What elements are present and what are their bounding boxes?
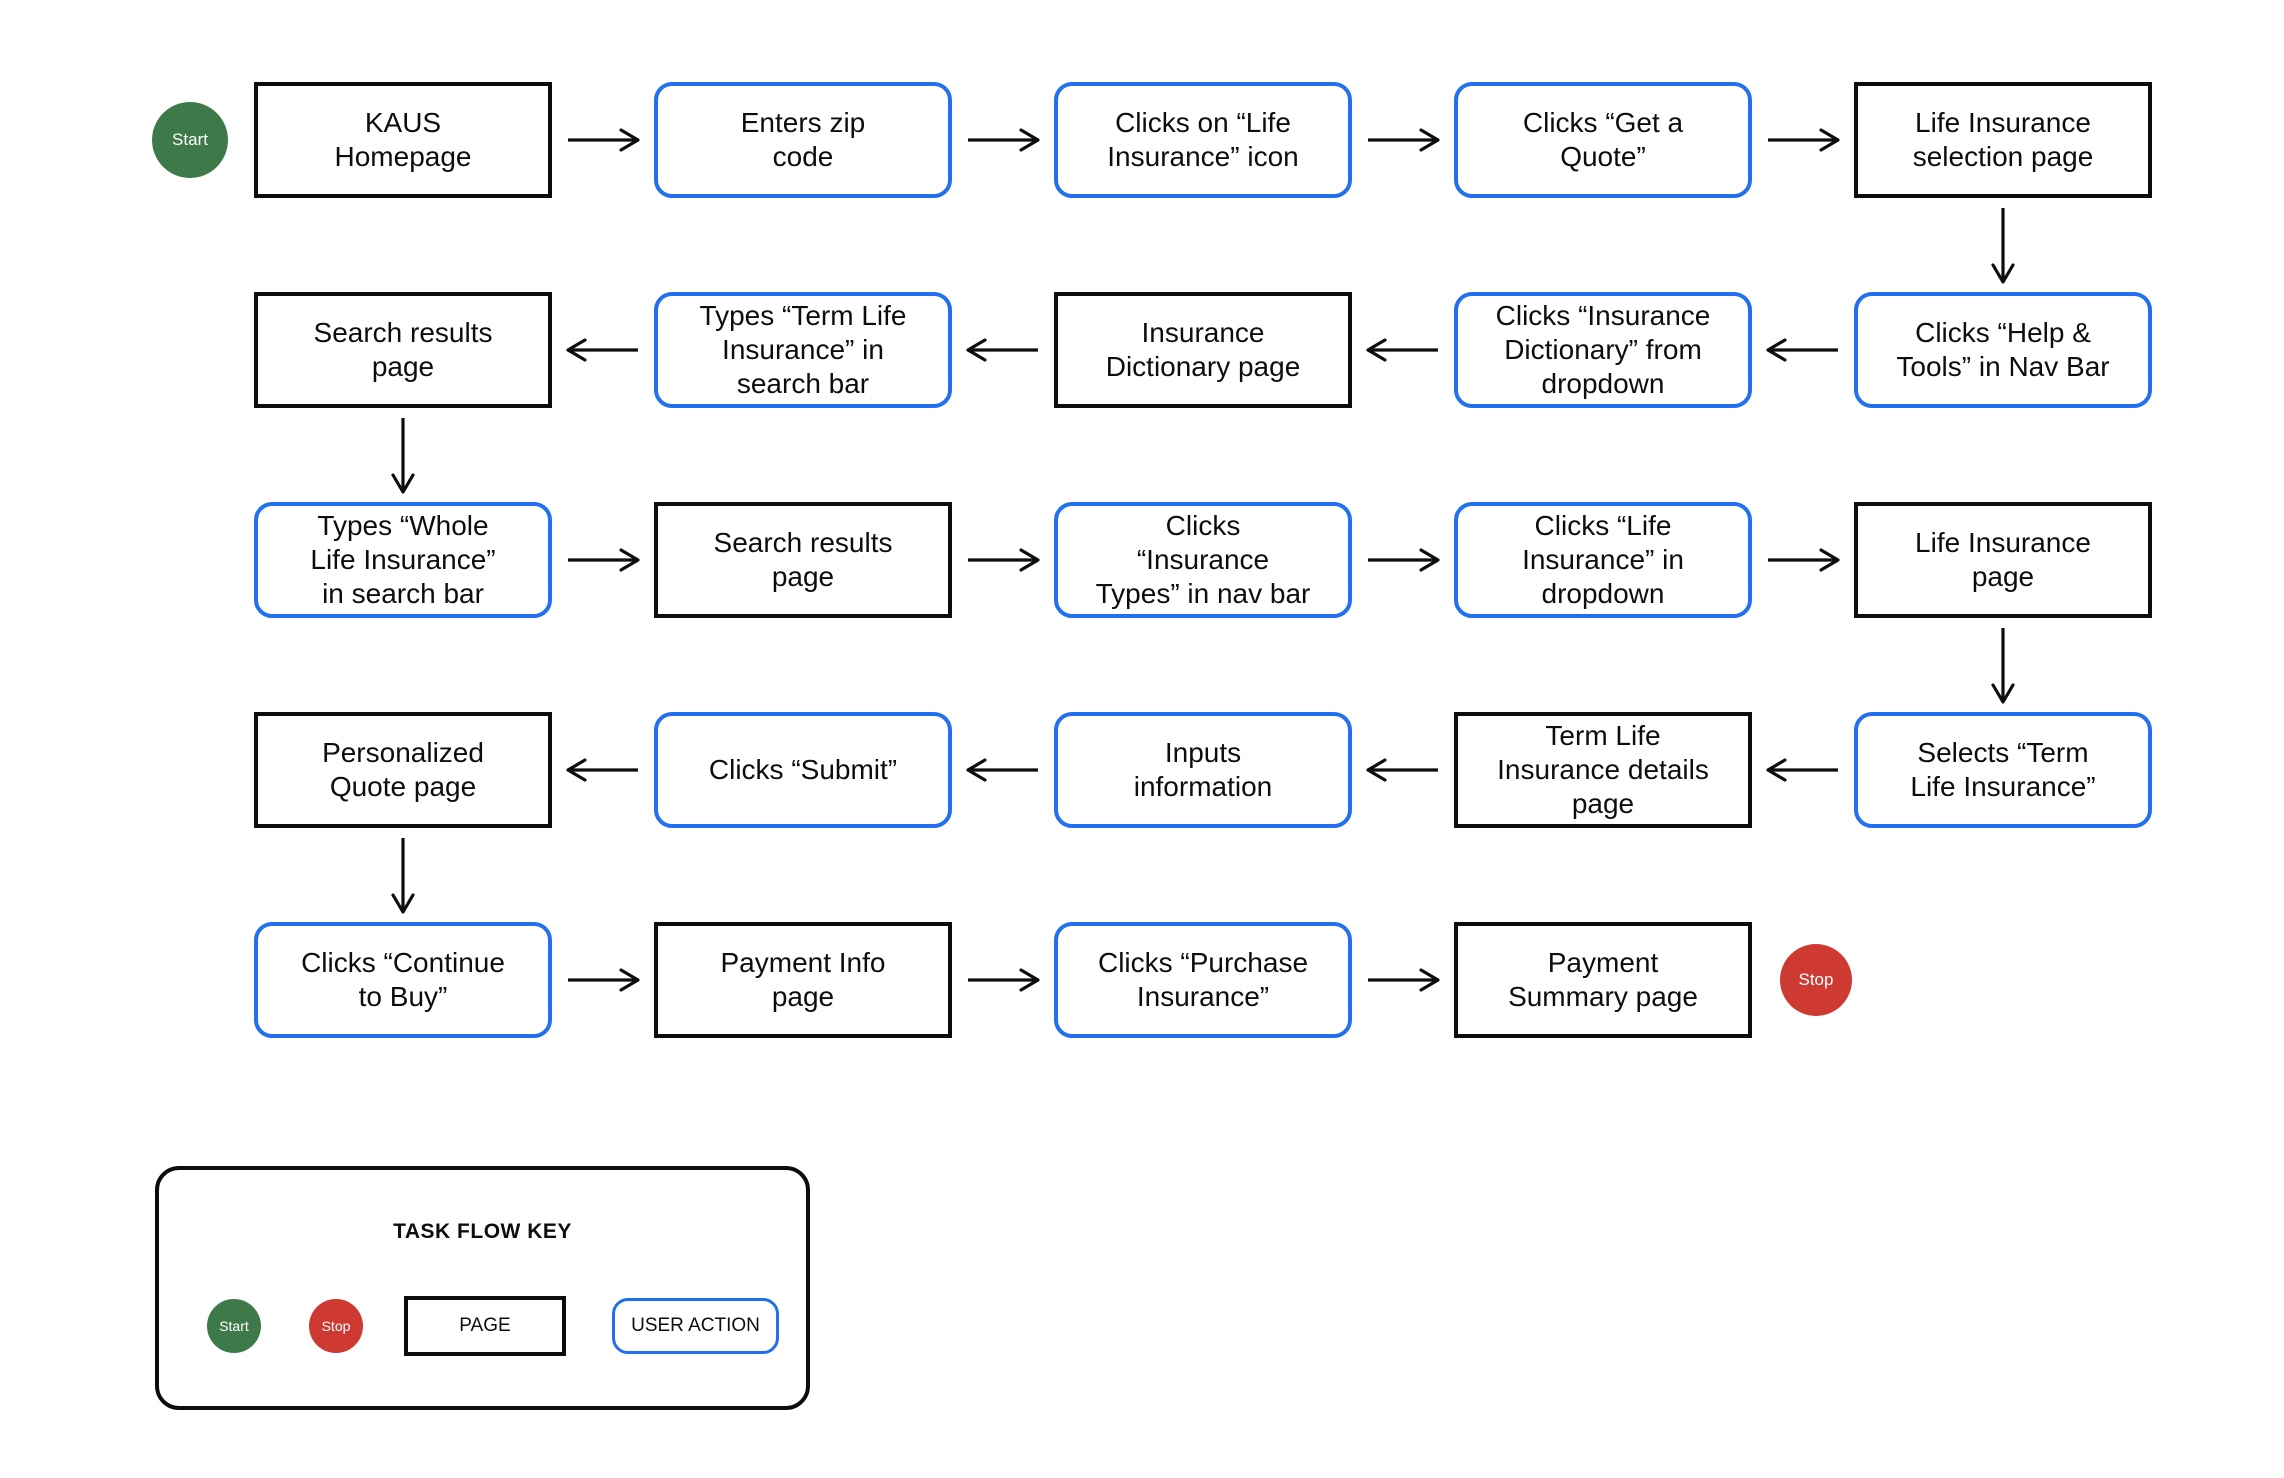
flow-node-label: KAUS Homepage	[334, 107, 472, 172]
flow-node-insurance-dictionary-page: Insurance Dictionary page	[1054, 292, 1352, 408]
flow-node-clicks-insurance-types-nav-bar: Clicks “Insurance Types” in nav bar	[1054, 502, 1352, 618]
flow-node-label: Life Insurance selection page	[1912, 107, 2094, 172]
flow-node-label: Types “Term Life Insurance” in search ba…	[699, 300, 907, 399]
legend-start-circle: Start	[207, 1299, 261, 1353]
stop-terminator-label: Stop	[1798, 970, 1834, 989]
flow-node-label: Clicks “Get a Quote”	[1522, 107, 1684, 172]
flow-node-inputs-information: Inputs information	[1054, 712, 1352, 828]
flow-node-clicks-life-insurance-dropdown: Clicks “Life Insurance” in dropdown	[1454, 502, 1752, 618]
legend-title: TASK FLOW KEY	[393, 1220, 572, 1243]
flow-node-label: Enters zip code	[740, 107, 866, 172]
stop-terminator: Stop	[1780, 944, 1852, 1016]
flow-node-label: Clicks on “Life Insurance” icon	[1107, 107, 1299, 172]
flow-node-label: Clicks “Insurance Dictionary” from dropd…	[1495, 300, 1711, 399]
flow-node-label: Types “Whole Life Insurance” in search b…	[310, 510, 496, 609]
flow-node-life-insurance-selection-page: Life Insurance selection page	[1854, 82, 2152, 198]
flow-node-label: Clicks “Purchase Insurance”	[1097, 947, 1309, 1012]
flow-node-label: Life Insurance page	[1915, 527, 2091, 592]
flow-node-clicks-purchase-insurance: Clicks “Purchase Insurance”	[1054, 922, 1352, 1038]
legend-user-action-label: USER ACTION	[631, 1315, 760, 1336]
legend-start-label: Start	[219, 1318, 249, 1334]
legend-stop-circle: Stop	[309, 1299, 363, 1353]
start-terminator-label: Start	[172, 130, 208, 149]
flow-node-selects-term-life-insurance: Selects “Term Life Insurance”	[1854, 712, 2152, 828]
flow-node-clicks-life-insurance-icon: Clicks on “Life Insurance” icon	[1054, 82, 1352, 198]
flow-node-search-results-page-1: Search results page	[254, 292, 552, 408]
flow-node-clicks-help-tools-nav-bar: Clicks “Help & Tools” in Nav Bar	[1854, 292, 2152, 408]
legend-user-action-sample: USER ACTION	[612, 1298, 779, 1354]
flow-node-types-whole-life-insurance-search-bar: Types “Whole Life Insurance” in search b…	[254, 502, 552, 618]
flow-node-payment-info-page: Payment Info page	[654, 922, 952, 1038]
flow-node-label: Payment Info page	[720, 947, 886, 1012]
flow-node-label: Insurance Dictionary page	[1105, 317, 1301, 382]
start-terminator: Start	[152, 102, 228, 178]
flow-node-types-term-life-insurance-search-bar: Types “Term Life Insurance” in search ba…	[654, 292, 952, 408]
flow-node-label: Term Life Insurance details page	[1497, 720, 1709, 819]
flow-node-clicks-continue-to-buy: Clicks “Continue to Buy”	[254, 922, 552, 1038]
flow-node-term-life-insurance-details-page: Term Life Insurance details page	[1454, 712, 1752, 828]
legend-page-label: PAGE	[459, 1315, 511, 1336]
flow-node-label: Clicks “Submit”	[708, 754, 898, 785]
flow-node-life-insurance-page: Life Insurance page	[1854, 502, 2152, 618]
flow-node-label: Clicks “Life Insurance” in dropdown	[1522, 510, 1684, 609]
flow-node-clicks-insurance-dictionary-dropdown: Clicks “Insurance Dictionary” from dropd…	[1454, 292, 1752, 408]
flow-node-clicks-submit: Clicks “Submit”	[654, 712, 952, 828]
flow-node-label: Inputs information	[1133, 737, 1273, 802]
legend-task-flow-key: TASK FLOW KEY Start Stop PAGE USER ACTIO…	[155, 1166, 810, 1410]
flow-node-label: Clicks “Continue to Buy”	[301, 947, 505, 1012]
flow-node-kaus-homepage: KAUS Homepage	[254, 82, 552, 198]
flow-node-payment-summary-page: Payment Summary page	[1454, 922, 1752, 1038]
flow-node-label: Selects “Term Life Insurance”	[1910, 737, 2096, 802]
flow-node-label: Personalized Quote page	[322, 737, 484, 802]
flow-node-label: Payment Summary page	[1508, 947, 1698, 1012]
flow-node-label: Clicks “Help & Tools” in Nav Bar	[1896, 317, 2110, 382]
flow-node-clicks-get-a-quote: Clicks “Get a Quote”	[1454, 82, 1752, 198]
flow-node-enters-zip-code: Enters zip code	[654, 82, 952, 198]
legend-stop-label: Stop	[321, 1318, 351, 1334]
flow-node-personalized-quote-page: Personalized Quote page	[254, 712, 552, 828]
flow-node-label: Search results page	[713, 527, 893, 592]
flow-node-label: Search results page	[313, 317, 493, 382]
flow-node-label: Clicks “Insurance Types” in nav bar	[1095, 510, 1311, 609]
flow-node-search-results-page-2: Search results page	[654, 502, 952, 618]
legend-page-sample: PAGE	[404, 1296, 566, 1356]
